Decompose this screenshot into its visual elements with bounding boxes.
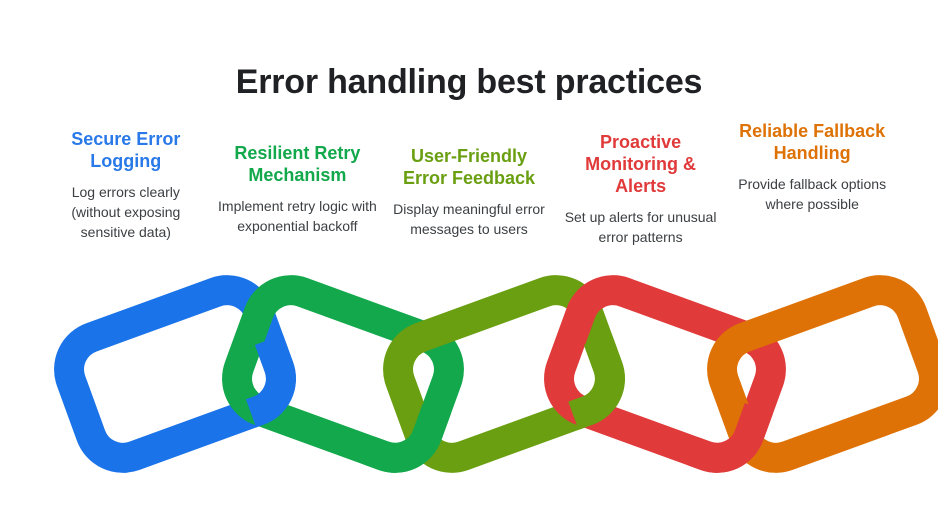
chain-graphic (0, 252, 938, 492)
chain-link-blue (54, 275, 296, 473)
practice-column-proactive-monitoring-alerts: Proactive Monitoring & Alerts Set up ale… (555, 120, 727, 247)
practice-column-user-friendly-error-feedback: User-Friendly Error Feedback Display mea… (383, 120, 555, 239)
practice-body-2: Display meaningful error messages to use… (393, 201, 545, 237)
practice-heading-3: Proactive Monitoring & Alerts (585, 132, 697, 196)
chain-link-olive (383, 275, 625, 473)
practice-heading-1: Resilient Retry Mechanism (234, 143, 361, 185)
practice-column-reliable-fallback-handling: Reliable Fallback Handling Provide fallb… (726, 120, 898, 214)
chain-link-orange (707, 275, 938, 473)
chain-links-svg (54, 275, 938, 473)
practice-heading-4: Reliable Fallback Handling (739, 121, 886, 163)
practice-heading-0: Secure Error Logging (71, 129, 181, 171)
chain-link-red-over (679, 392, 786, 473)
practice-column-resilient-retry-mechanism: Resilient Retry Mechanism Implement retr… (212, 120, 384, 236)
page-title: Error handling best practices (235, 63, 703, 101)
practice-body-1: Implement retry logic with exponential b… (218, 198, 377, 234)
practice-body-3: Set up alerts for unusual error patterns (564, 209, 717, 245)
chain-link-green-over (355, 391, 464, 473)
practice-heading-2: User-Friendly Error Feedback (402, 146, 536, 188)
practice-column-secure-error-logging: Secure Error Logging Log errors clearly … (40, 120, 212, 242)
practice-body-0: Log errors clearly (without exposing sen… (71, 184, 181, 240)
practice-columns: Secure Error Logging Log errors clearly … (40, 120, 898, 260)
practice-body-4: Provide fallback options where possible (738, 176, 887, 212)
